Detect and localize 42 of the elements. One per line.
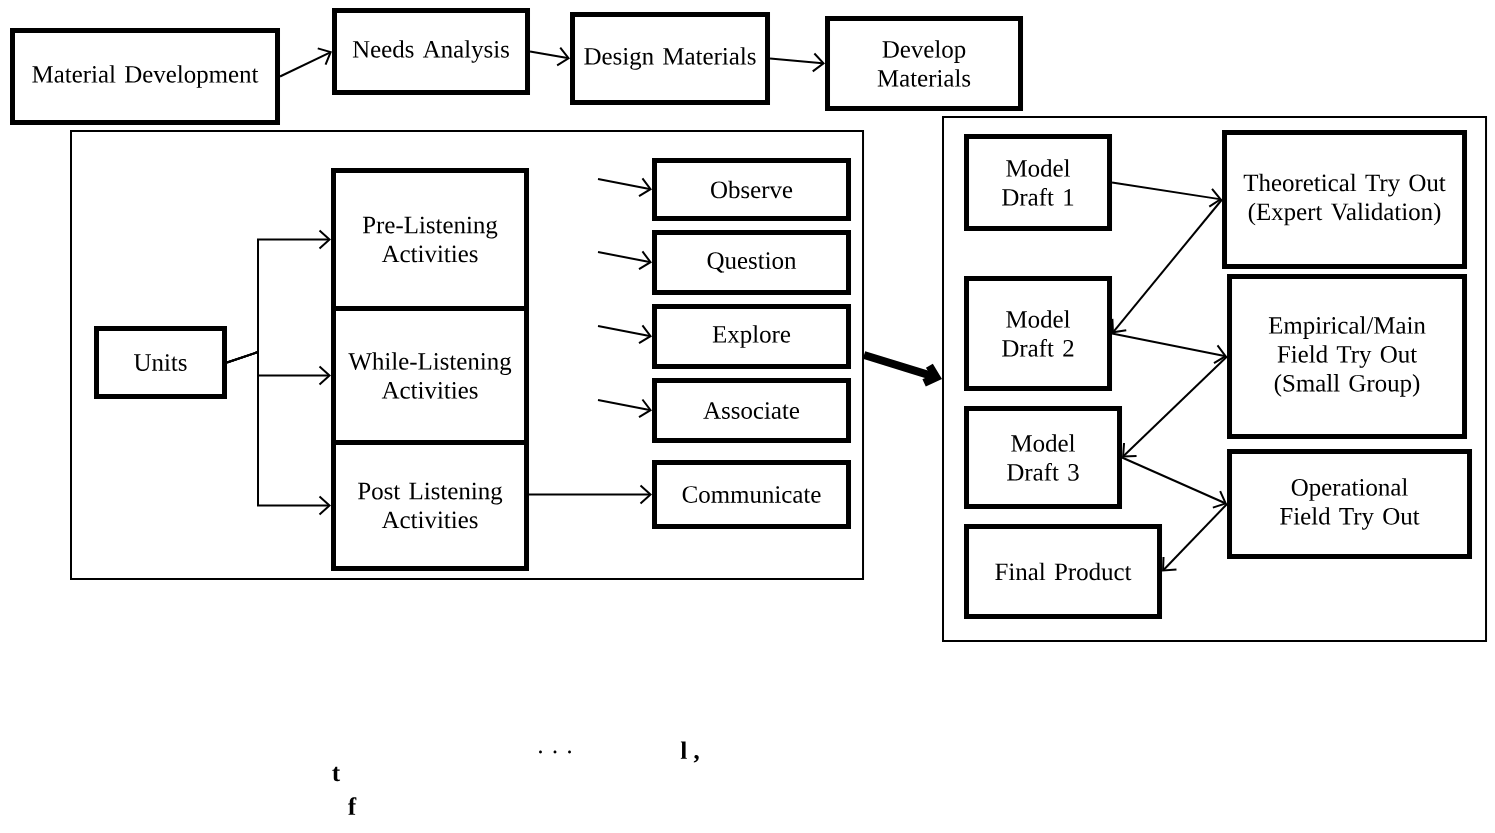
panel-box xyxy=(942,116,1488,642)
process-box: Develop Materials xyxy=(825,16,1023,111)
stray-mark: . . . xyxy=(539,750,571,754)
arrow xyxy=(769,52,825,73)
draft-box: Model Draft 2 xyxy=(964,276,1112,391)
arrow xyxy=(1122,355,1228,458)
activity-box: Post Listening Activities xyxy=(331,440,529,571)
panel-box xyxy=(70,130,865,580)
activity-box: While-Listening Activities xyxy=(331,306,529,445)
step-box: Explore xyxy=(652,304,851,369)
arrow xyxy=(528,484,652,505)
product-box: Final Product xyxy=(964,524,1162,619)
process-box: Needs Analysis xyxy=(332,8,530,95)
draft-box: Model Draft 3 xyxy=(964,406,1122,509)
tryout-box: Operational Field Try Out xyxy=(1227,449,1472,559)
stray-mark: t xyxy=(332,766,341,782)
arrow xyxy=(1162,503,1228,572)
arrow xyxy=(597,250,652,271)
arrow xyxy=(529,46,570,67)
arrow xyxy=(1111,181,1222,208)
activity-box: Pre-Listening Activities xyxy=(331,168,529,311)
unit-box: Units xyxy=(94,326,227,399)
step-box: Observe xyxy=(652,158,851,221)
stray-mark: l , xyxy=(680,741,699,763)
thick-arrow xyxy=(862,351,942,387)
tryout-box: Empirical/Main Field Try Out (Small Group) xyxy=(1227,274,1467,439)
draft-box: Model Draft 1 xyxy=(964,134,1112,231)
arrow xyxy=(1111,198,1223,334)
step-box: Question xyxy=(652,230,851,295)
arrow xyxy=(597,177,652,198)
arrow xyxy=(597,398,652,419)
arrow xyxy=(1121,456,1227,509)
arrow xyxy=(597,324,652,345)
step-box: Communicate xyxy=(652,460,851,529)
process-box: Material Development xyxy=(10,28,280,125)
arrow xyxy=(1111,332,1227,365)
step-box: Associate xyxy=(652,378,851,443)
stray-mark: f xyxy=(348,797,357,815)
arrow xyxy=(226,350,331,516)
process-box: Design Materials xyxy=(570,12,770,105)
arrow xyxy=(279,47,332,78)
tryout-box: Theoretical Try Out (Expert Validation) xyxy=(1222,130,1467,269)
